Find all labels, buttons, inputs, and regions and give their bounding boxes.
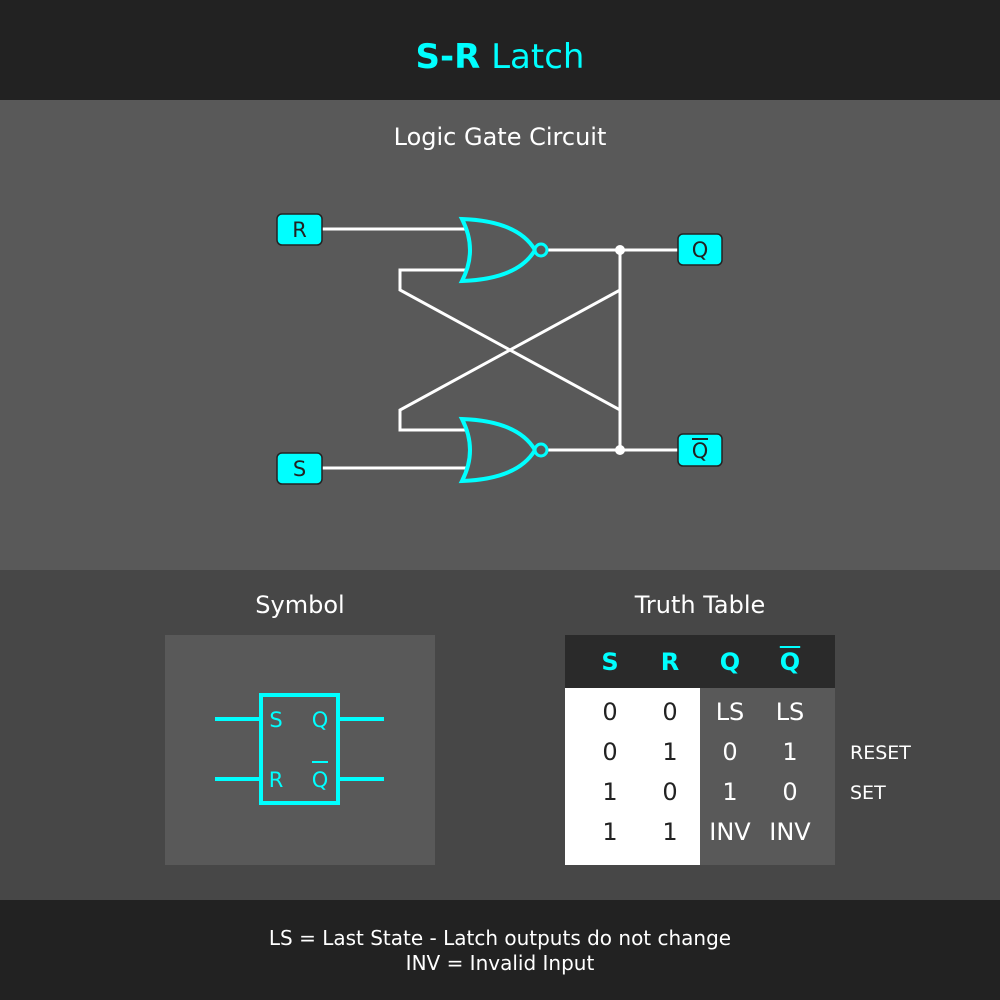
cell-q: INV bbox=[709, 818, 751, 846]
nor-gate-top bbox=[458, 216, 538, 284]
truth-table-outputs bbox=[700, 688, 835, 865]
footer-legend: LS = Last State - Latch outputs do not c… bbox=[0, 926, 1000, 976]
output-qbar-label: Q bbox=[692, 439, 709, 463]
legend-inv: INV = Invalid Input bbox=[405, 951, 595, 975]
cell-s: 1 bbox=[602, 778, 618, 806]
symbol-heading: Symbol bbox=[255, 591, 345, 619]
column-header-q: Q bbox=[719, 648, 741, 676]
cell-qbar: 1 bbox=[782, 738, 798, 766]
truth-table-heading: Truth Table bbox=[634, 591, 766, 619]
cell-s: 0 bbox=[602, 698, 618, 726]
wire-q-feedback bbox=[398, 250, 622, 413]
cell-r: 0 bbox=[662, 698, 678, 726]
input-s-label: S bbox=[293, 457, 306, 481]
output-q-label: Q bbox=[692, 238, 709, 262]
legend-ls: LS = Last State - Latch outputs do not c… bbox=[268, 926, 732, 950]
nor-bubble-top bbox=[533, 242, 549, 258]
footer-bar bbox=[0, 900, 1000, 1000]
cell-q: 1 bbox=[722, 778, 738, 806]
symbol-r-label: R bbox=[269, 768, 284, 792]
latch-symbol-panel: S R Q Q bbox=[165, 635, 435, 865]
truth-table-inputs bbox=[565, 688, 700, 865]
cell-qbar: INV bbox=[769, 818, 811, 846]
nor-bubble-bottom bbox=[533, 442, 549, 458]
column-header-r: R bbox=[660, 648, 680, 676]
lower-panel bbox=[0, 570, 1000, 900]
circuit-heading: Logic Gate Circuit bbox=[393, 123, 607, 151]
cell-qbar: LS bbox=[775, 698, 805, 726]
latch-symbol: S R Q Q bbox=[215, 693, 384, 805]
cell-r: 1 bbox=[662, 818, 678, 846]
cell-q: LS bbox=[715, 698, 745, 726]
page-title: S-R Latch bbox=[0, 34, 1000, 80]
symbol-q-label: Q bbox=[312, 708, 329, 732]
truth-table: S R Q Q 0 0 LS LS 0 1 0 1 1 0 1 0 1 1 IN… bbox=[565, 635, 835, 865]
logic-gate-circuit: R S Q Q bbox=[276, 213, 723, 485]
cell-r: 0 bbox=[662, 778, 678, 806]
input-r-box bbox=[276, 213, 323, 246]
cell-q: 0 bbox=[722, 738, 738, 766]
title-bold: S-R bbox=[415, 37, 481, 77]
input-s-box bbox=[276, 452, 323, 485]
cell-s: 0 bbox=[602, 738, 618, 766]
truth-table-header bbox=[565, 635, 835, 688]
cell-qbar: 0 bbox=[782, 778, 798, 806]
junction-qbar bbox=[615, 445, 625, 455]
symbol-qbar-label: Q bbox=[312, 768, 329, 792]
wire-qbar-feedback bbox=[398, 287, 622, 450]
output-qbar-box bbox=[677, 433, 723, 467]
row-note-set: SET bbox=[850, 782, 886, 804]
header-bar bbox=[0, 0, 1000, 100]
title-light: Latch bbox=[491, 37, 585, 77]
input-r-label: R bbox=[292, 218, 307, 242]
symbol-s-label: S bbox=[269, 708, 282, 732]
column-header-qbar: Q bbox=[779, 648, 801, 676]
output-q-box bbox=[677, 233, 723, 266]
circuit-panel bbox=[0, 100, 1000, 570]
column-header-s: S bbox=[601, 648, 619, 676]
symbol-body bbox=[259, 693, 340, 805]
nor-gate-bottom bbox=[458, 416, 538, 484]
row-note-reset: RESET bbox=[850, 742, 911, 764]
cell-r: 1 bbox=[662, 738, 678, 766]
cell-s: 1 bbox=[602, 818, 618, 846]
junction-q bbox=[615, 245, 625, 255]
